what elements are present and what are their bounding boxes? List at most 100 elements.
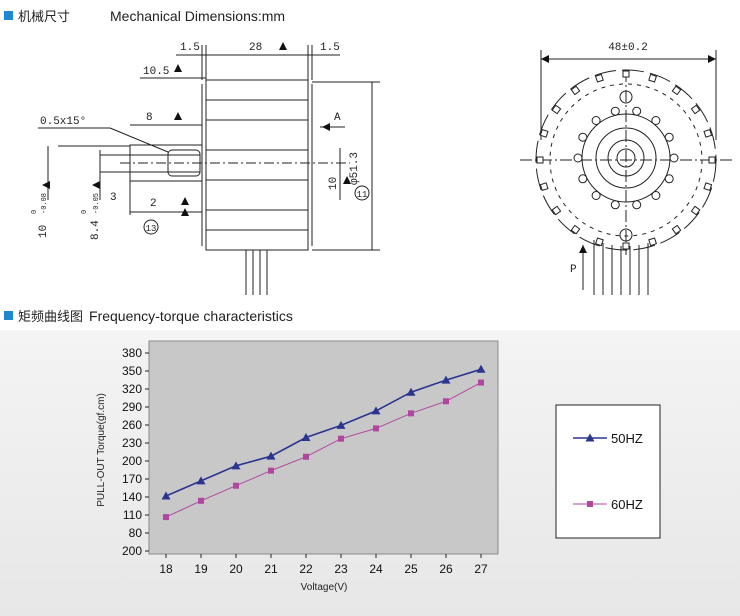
- rotor-tooth: [610, 200, 620, 210]
- x-tick-label: 22: [299, 562, 313, 576]
- rotor-tooth: [632, 200, 642, 210]
- section-marker-icon: [4, 311, 13, 320]
- point-50HZ: [196, 476, 206, 485]
- rotor-tooth: [651, 191, 661, 200]
- rotor-tooth: [651, 116, 661, 125]
- x-axis-title: Voltage(V): [301, 582, 348, 593]
- frequency-torque-heading: 矩频曲线图 Frequency-torque characteristics: [4, 306, 293, 325]
- x-tick-label: 26: [439, 562, 453, 576]
- section-marker-icon: [4, 11, 13, 20]
- point-60HZ: [233, 482, 239, 489]
- y-axis-title: PULL-OUT Torque(gf.cm): [96, 393, 107, 507]
- dim-3: 3: [110, 192, 117, 204]
- y-tick-label: 200: [122, 544, 142, 558]
- dim-8-4-tolerance: 8.4: [90, 220, 102, 240]
- circled-marker-11: 11: [354, 185, 370, 201]
- point-50HZ: [231, 461, 241, 470]
- point-60HZ: [163, 514, 169, 521]
- dim-2: 2: [150, 198, 157, 210]
- legend-label-50HZ: 50HZ: [611, 431, 643, 446]
- x-tick-label: 27: [474, 562, 488, 576]
- stator-notch: [551, 104, 562, 115]
- dim-28: 28: [249, 42, 262, 54]
- stator-notch: [671, 224, 682, 235]
- dim-48: 48±0.2: [608, 42, 648, 54]
- y-tick-label: 350: [122, 364, 142, 378]
- y-tick-label: 260: [122, 418, 142, 432]
- dim-10-tol-lower: -0.08: [41, 193, 49, 214]
- point-60HZ: [408, 410, 414, 417]
- stator-notch: [703, 128, 713, 138]
- stator-notch: [703, 182, 713, 192]
- point-60HZ: [268, 467, 274, 474]
- dim-10-right: 10: [328, 177, 340, 190]
- y-tick-label: 200: [122, 454, 142, 468]
- point-60HZ: [478, 379, 484, 386]
- stator-notch: [594, 73, 604, 83]
- point-50HZ: [371, 406, 381, 415]
- dim-1-5-right: 1.5: [320, 42, 340, 54]
- point-50HZ: [476, 364, 486, 373]
- point-50HZ: [406, 387, 416, 396]
- section-a-label: A: [334, 112, 341, 124]
- dim-8: 8: [146, 112, 153, 124]
- rotor-tooth: [573, 153, 583, 163]
- stator-notch: [648, 237, 658, 247]
- rotor-tooth: [632, 106, 642, 116]
- rotor-tooth: [669, 153, 679, 163]
- rotor-tooth: [578, 132, 588, 142]
- stator-notch: [671, 85, 682, 96]
- rotor-tooth: [664, 174, 674, 184]
- y-tick-label: 230: [122, 436, 142, 450]
- x-tick-label: 20: [229, 562, 243, 576]
- point-50HZ: [266, 451, 276, 460]
- arrow-p-label: P: [570, 264, 577, 276]
- y-tick-label: 110: [123, 508, 142, 522]
- side-view-drawing: 1.5 28 1.5 10.5 0.5x15° 8 A 2 3 10 φ51.3…: [31, 42, 380, 295]
- rotor-tooth: [578, 174, 588, 184]
- stator-notch: [594, 237, 604, 247]
- stator-notch: [690, 104, 701, 115]
- point-50HZ: [336, 420, 346, 429]
- point-60HZ: [443, 398, 449, 405]
- stator-notch: [551, 205, 562, 216]
- stator-notch: [622, 242, 630, 250]
- svg-text:11: 11: [357, 190, 368, 200]
- legend-marker: [585, 433, 595, 442]
- circled-marker-13: 13: [143, 219, 159, 235]
- point-60HZ: [338, 435, 344, 442]
- x-tick-label: 18: [159, 562, 173, 576]
- stator-notch: [648, 73, 658, 83]
- heading-en: Frequency-torque characteristics: [89, 307, 293, 324]
- stator-notch: [622, 70, 630, 78]
- x-tick-label: 19: [194, 562, 208, 576]
- dim-10-tol-upper: 0: [31, 210, 39, 214]
- point-60HZ: [373, 425, 379, 432]
- stator-notch: [539, 182, 549, 192]
- x-tick-label: 23: [334, 562, 348, 576]
- stator-notch: [570, 224, 581, 235]
- front-view-drawing: 48±0.2 P: [520, 42, 735, 295]
- y-tick-label: 380: [122, 346, 142, 360]
- y-tick-label: 320: [122, 382, 142, 396]
- mechanical-dimensions-heading: 机械尺寸 Mechanical Dimensions:mm: [4, 6, 285, 25]
- x-tick-label: 21: [264, 562, 278, 576]
- point-60HZ: [198, 497, 204, 504]
- dim-phi-51-3: φ51.3: [349, 152, 361, 185]
- stator-notch: [539, 128, 549, 138]
- heading-cn: 矩频曲线图: [18, 310, 84, 325]
- point-50HZ: [441, 375, 451, 384]
- x-tick-label: 25: [404, 562, 418, 576]
- motor-body: [205, 79, 309, 251]
- y-tick-label: 170: [122, 472, 142, 486]
- y-tick-label: 140: [122, 490, 142, 504]
- legend-marker: [587, 501, 593, 507]
- stator-notch: [690, 205, 701, 216]
- point-60HZ: [303, 453, 309, 460]
- y-tick-label: 80: [129, 526, 143, 540]
- stator-notch: [570, 85, 581, 96]
- stator-notch: [536, 156, 544, 164]
- dim-10-5: 10.5: [143, 66, 169, 78]
- dim-8-4-tol-upper: 0: [81, 210, 89, 214]
- rotor-tooth: [591, 191, 601, 200]
